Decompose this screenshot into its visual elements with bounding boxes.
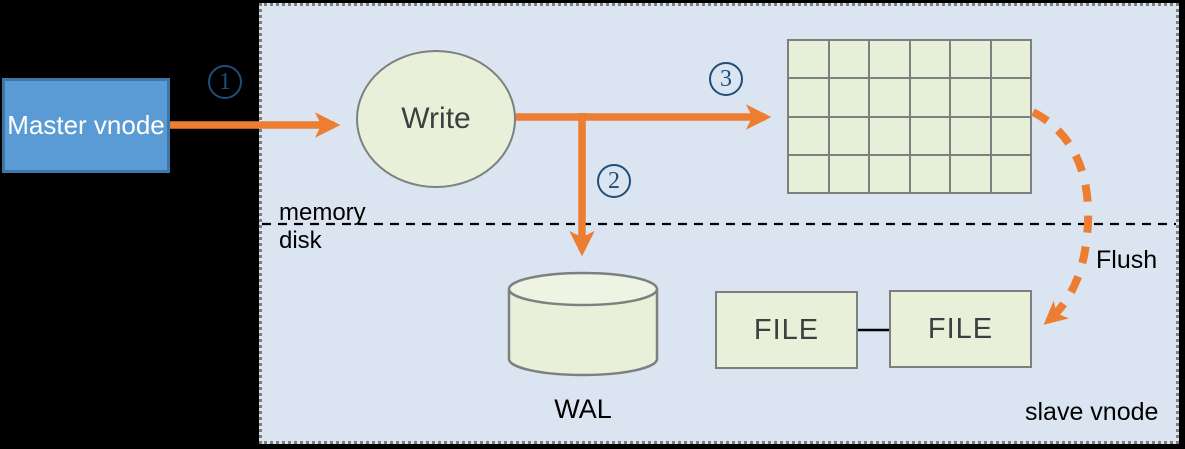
wal-label: WAL [554, 394, 612, 424]
memtable-cell [870, 117, 909, 154]
memtable-cell [829, 117, 868, 154]
memtable-cell [991, 79, 1030, 116]
memtable-cell [910, 79, 949, 116]
step-badge-3-number: 3 [720, 65, 732, 92]
slave-vnode-label: slave vnode [1025, 398, 1159, 426]
memtable-cell [951, 117, 990, 154]
memtable-cell [829, 41, 868, 78]
memtable-cell [829, 79, 868, 116]
memtable-cell [789, 117, 828, 154]
memtable-cell [789, 155, 828, 192]
memory-zone-label: memory [279, 199, 366, 226]
file-box-2: FILE [889, 290, 1032, 368]
master-vnode-box: Master vnode [2, 78, 170, 173]
memtable-cell [951, 155, 990, 192]
memtable-grid [787, 39, 1032, 194]
flush-label: Flush [1096, 246, 1158, 274]
memtable-cell [829, 155, 868, 192]
memtable-cell [991, 155, 1030, 192]
memtable-cell [991, 117, 1030, 154]
memtable-cell [910, 41, 949, 78]
write-node-label: Write [401, 102, 471, 135]
step-badge-1: 1 [208, 65, 242, 99]
step-badge-1-number: 1 [219, 68, 231, 95]
memtable-cell [951, 41, 990, 78]
file-box-1: FILE [715, 291, 858, 369]
master-vnode-label: Master vnode [7, 110, 165, 141]
disk-zone-label: disk [279, 227, 322, 254]
file-box-2-label: FILE [927, 312, 994, 345]
step-badge-2: 2 [597, 164, 631, 198]
memtable-cell [910, 155, 949, 192]
file-box-1-label: FILE [753, 313, 820, 346]
memtable-cell [951, 79, 990, 116]
step-badge-2-number: 2 [608, 167, 620, 194]
memtable-cell [910, 117, 949, 154]
memtable-cell [870, 79, 909, 116]
step-badge-3: 3 [709, 62, 743, 96]
memtable-cell [789, 41, 828, 78]
memtable-cell [789, 79, 828, 116]
memtable-cell [991, 41, 1030, 78]
memtable-cell [870, 41, 909, 78]
write-node: Write [356, 50, 516, 188]
memtable-cell [870, 155, 909, 192]
